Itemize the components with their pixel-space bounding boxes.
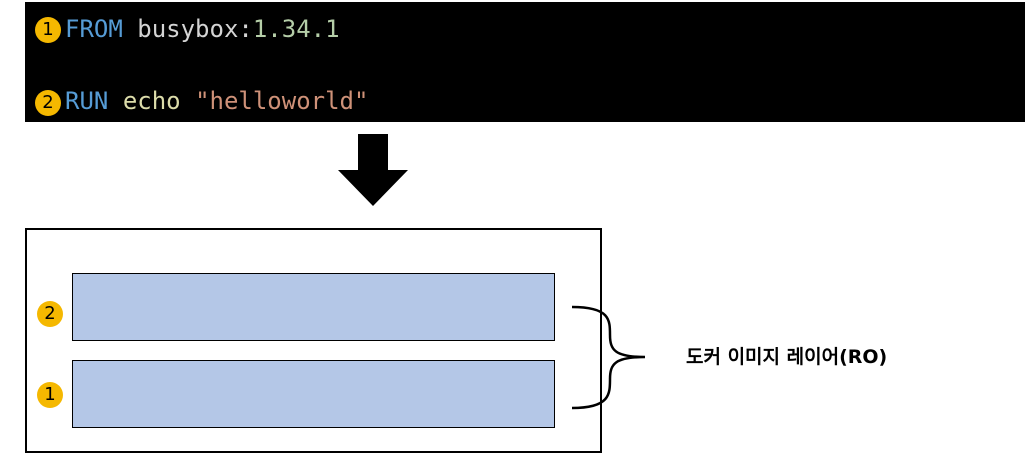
down-arrow-icon xyxy=(338,134,408,206)
tag-separator: : xyxy=(238,15,253,43)
base-image-tag: 1.34.1 xyxy=(252,15,340,43)
run-command: echo xyxy=(122,87,181,115)
layer-badge-2: 2 xyxy=(37,301,63,327)
run-argument: "helloworld" xyxy=(195,87,369,115)
image-layer-1 xyxy=(72,360,555,428)
step-badge-2: 2 xyxy=(35,90,61,116)
docker-image-container xyxy=(25,228,602,453)
base-image-name: busybox xyxy=(137,15,239,43)
keyword-run: RUN xyxy=(65,87,109,115)
code-line-from: FROM busybox:1.34.1 xyxy=(65,14,340,44)
image-layer-2 xyxy=(72,273,555,341)
code-line-run: RUN echo "helloworld" xyxy=(65,86,368,116)
image-layer-label: 도커 이미지 레이어(RO) xyxy=(686,346,888,368)
layer-badge-1: 1 xyxy=(37,382,63,408)
curly-brace-icon xyxy=(571,305,646,410)
keyword-from: FROM xyxy=(65,15,123,43)
dockerfile-code-block: 1 FROM busybox:1.34.1 2 RUN echo "hellow… xyxy=(25,2,1025,122)
step-badge-1: 1 xyxy=(35,17,61,43)
